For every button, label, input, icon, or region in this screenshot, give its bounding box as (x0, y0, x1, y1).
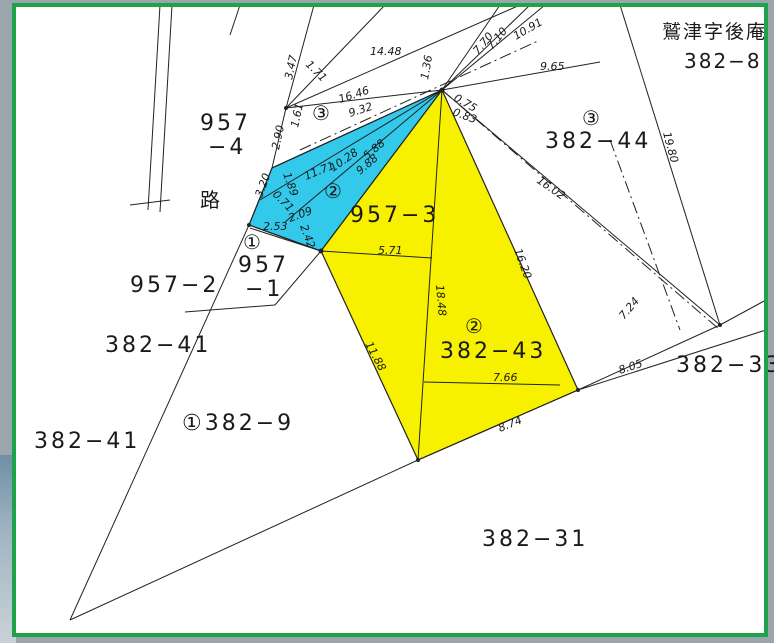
label-382-9: ①382−9 (182, 411, 294, 436)
survey-points (247, 87, 722, 462)
dim-1-36: 1.36 (418, 54, 435, 80)
dim-1-61: 1.61 (288, 102, 306, 129)
label-382-44-mark: ③ (582, 106, 602, 130)
label-957-4a: 957 (200, 111, 251, 136)
label-957-1b: −1 (245, 277, 283, 302)
label-382-31: 382−31 (482, 527, 588, 552)
reference-lines (299, 39, 721, 331)
dim-14-48: 14.48 (370, 45, 402, 58)
area-name-label: 鷲津字後庵 (662, 21, 767, 43)
label-382-33: 382−33 (676, 353, 774, 378)
boundary-lines (69, 4, 767, 621)
dim-2-53: 2.53 (263, 220, 288, 233)
label-road: 路 (200, 188, 222, 212)
label-957-3: 957−3 (350, 203, 439, 228)
label-957-2: 957−2 (130, 273, 219, 298)
label-382-43-mark: ② (465, 314, 485, 338)
label-382-41-bottom: 382−41 (34, 429, 140, 454)
label-382-43: 382−43 (440, 339, 546, 364)
dim-18-48: 18.48 (433, 284, 449, 317)
dim-9-65: 9.65 (540, 60, 565, 73)
green-frame (12, 3, 768, 637)
label-957-1a: 957 (238, 253, 289, 278)
dim-7-66: 7.66 (493, 371, 518, 384)
label-957-1-mark: ① (243, 230, 263, 254)
dim-3-47: 3.47 (282, 54, 300, 81)
label-small-3: ③ (312, 101, 332, 125)
label-382-44: 382−44 (545, 129, 651, 154)
label-382-41-top: 382−41 (105, 333, 211, 358)
dim-5-71: 5.71 (378, 244, 403, 257)
dim-2-90: 2.90 (269, 124, 287, 151)
label-382-8: 382−8 (684, 49, 762, 73)
label-957-3-mark: ② (324, 179, 344, 203)
label-957-4b: −4 (208, 135, 246, 160)
